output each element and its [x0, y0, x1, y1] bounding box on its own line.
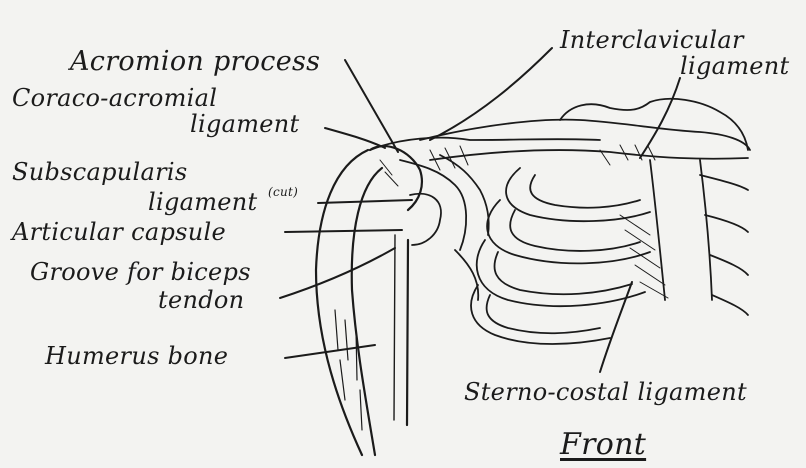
label-subscapularis: Subscapularis — [12, 160, 188, 184]
label-interclavicular: Interclavicular — [560, 28, 744, 52]
leader-humerus — [285, 345, 375, 358]
leader-lines — [280, 48, 680, 372]
sternum-body-2 — [700, 160, 712, 300]
leader-sterno — [600, 282, 632, 372]
label-interclavicular-ligament: ligament — [680, 54, 790, 78]
label-humerus-bone: Humerus bone — [45, 344, 228, 368]
humerus-shaft-line — [407, 240, 408, 425]
leader-capsule — [285, 230, 402, 232]
leader-groove — [280, 248, 395, 298]
label-subscapularis-ligament: ligament — [148, 190, 258, 214]
coracoid — [440, 155, 489, 235]
leader-coraco — [325, 128, 385, 148]
rib-1 — [506, 168, 650, 221]
right-rib-1 — [700, 175, 748, 190]
label-groove-for-biceps: Groove for biceps — [30, 260, 251, 284]
label-subscapularis-cut-note: (cut) — [268, 186, 298, 198]
label-acromion-process: Acromion process — [70, 48, 320, 75]
capsule-outline — [400, 160, 466, 250]
humerus-inner-outline — [352, 168, 382, 455]
clavicle-lower — [430, 150, 748, 160]
leader-acromion — [345, 60, 398, 152]
right-rib-4 — [712, 295, 748, 315]
label-coraco-ligament: ligament — [190, 112, 300, 136]
label-groove-tendon: tendon — [158, 288, 244, 312]
humerus-shaft-line-2 — [394, 235, 395, 420]
right-rib-2 — [705, 215, 748, 232]
label-sterno-costal-ligament: Sterno-costal ligament — [464, 380, 747, 404]
sternum-top — [560, 99, 748, 150]
label-articular-capsule: Articular capsule — [12, 220, 226, 244]
rib-3-inner — [494, 252, 632, 294]
leader-subscap — [318, 200, 412, 203]
acromion-outline — [370, 138, 600, 150]
humerus-drawing — [316, 146, 422, 455]
label-front-view: Front — [560, 430, 646, 460]
scapula-drawing — [370, 99, 750, 300]
humerus-outer-outline — [316, 150, 368, 455]
humerus-texture — [335, 310, 362, 430]
rib-2-inner — [510, 210, 640, 251]
sternum-body — [650, 160, 665, 300]
leader-interclav-2 — [640, 78, 680, 158]
label-coraco-acromial: Coraco-acromial — [12, 86, 217, 110]
rib-1-inner — [530, 175, 640, 208]
right-rib-3 — [710, 255, 748, 275]
rib-4-inner — [487, 295, 600, 333]
rib-cage-drawing — [471, 160, 748, 344]
clavicle-upper — [420, 120, 750, 150]
